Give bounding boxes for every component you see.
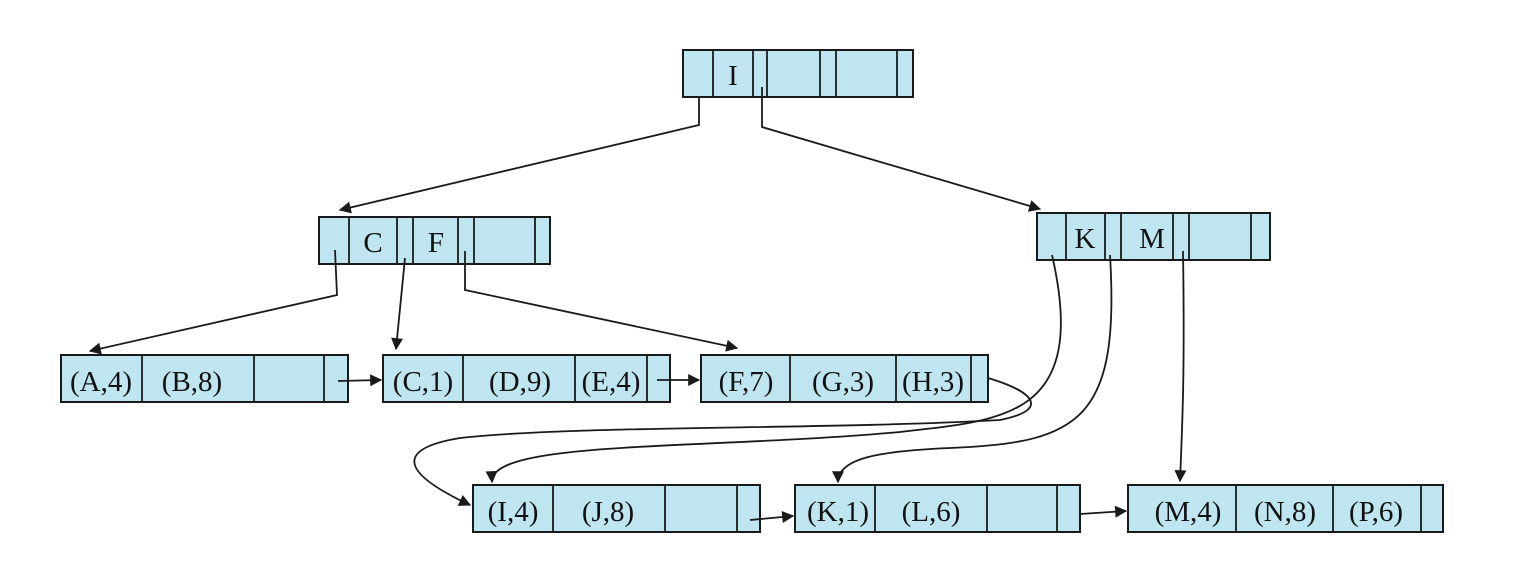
leaf-2-entry-1: (C,1) — [393, 366, 453, 398]
leaf-node-5: (K,1) (L,6) — [794, 484, 1081, 533]
leaf-4-next-arrow — [749, 511, 795, 523]
internal-left-pointer-3-arrow — [464, 251, 739, 352]
root-node: I — [682, 49, 914, 98]
internal-right-key-1: K — [1075, 223, 1096, 255]
internal-left-pointer-2-arrow — [391, 257, 406, 351]
leaf-5-entry-1: (K,1) — [807, 496, 869, 528]
internal-left-pointer-1-arrow — [88, 249, 338, 355]
leaf-5-entry-2: (L,6) — [902, 496, 961, 528]
leaf-3-entry-2: (G,3) — [812, 366, 874, 398]
leaf-1-entry-1: (A,4) — [70, 366, 132, 398]
internal-node-right: K M — [1036, 212, 1271, 261]
leaf-node-4: (I,4) (J,8) — [472, 484, 761, 533]
leaf-3-entry-3: (H,3) — [902, 366, 964, 398]
internal-node-left: C F — [318, 216, 551, 265]
leaf-6-entry-2: (N,8) — [1254, 496, 1316, 528]
root-key-1: I — [728, 60, 738, 92]
leaf-4-entry-2: (J,8) — [582, 496, 634, 528]
leaf-node-1: (A,4) (B,8) — [60, 354, 349, 403]
leaf-node-6: (M,4) (N,8) (P,6) — [1127, 484, 1444, 533]
leaf-node-2: (C,1) (D,9) (E,4) — [382, 354, 671, 403]
leaf-3-entry-1: (F,7) — [719, 366, 774, 398]
internal-left-key-1: C — [363, 227, 382, 259]
leaf-6-entry-1: (M,4) — [1155, 496, 1222, 528]
root-pointer-1-arrow — [338, 97, 700, 214]
internal-right-key-2: M — [1139, 223, 1165, 255]
internal-right-pointer-1-arrow — [485, 254, 1062, 484]
internal-right-pointer-3-arrow — [1174, 250, 1187, 483]
leaf-1-entry-2: (B,8) — [162, 366, 222, 398]
root-pointer-2-arrow — [761, 87, 1042, 212]
leaf-2-entry-3: (E,4) — [582, 366, 641, 398]
leaf-5-next-arrow — [1079, 505, 1128, 518]
leaf-2-entry-2: (D,9) — [489, 366, 551, 398]
internal-right-pointer-2-arrow — [832, 254, 1113, 484]
leaf-4-entry-1: (I,4) — [488, 496, 539, 528]
leaf-6-entry-3: (P,6) — [1349, 496, 1403, 528]
leaf-1-next-arrow — [337, 374, 383, 387]
internal-left-key-2: F — [428, 227, 444, 259]
leaf-3-next-arrow — [413, 377, 1032, 506]
leaf-node-3: (F,7) (G,3) (H,3) — [700, 354, 989, 403]
